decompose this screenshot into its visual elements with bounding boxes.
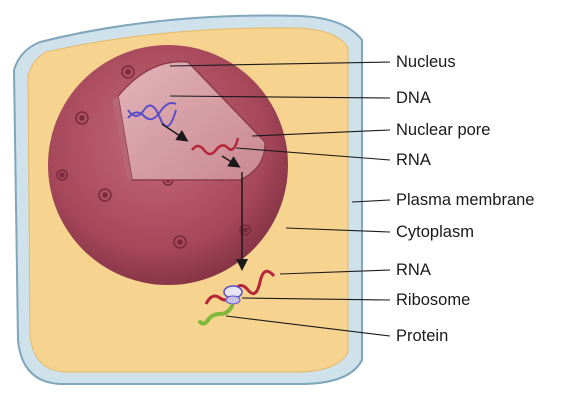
label-dna: DNA <box>396 88 431 108</box>
label-protein: Protein <box>396 326 448 346</box>
label-ribosome: Ribosome <box>396 290 470 310</box>
label-nuclear-pore: Nuclear pore <box>396 120 490 140</box>
label-nucleus: Nucleus <box>396 52 456 72</box>
label-cytoplasm: Cytoplasm <box>396 222 474 242</box>
ribosome-shape <box>224 286 242 304</box>
label-rna-bottom: RNA <box>396 260 431 280</box>
label-plasma-membrane: Plasma membrane <box>396 190 534 210</box>
label-rna-top: RNA <box>396 150 431 170</box>
